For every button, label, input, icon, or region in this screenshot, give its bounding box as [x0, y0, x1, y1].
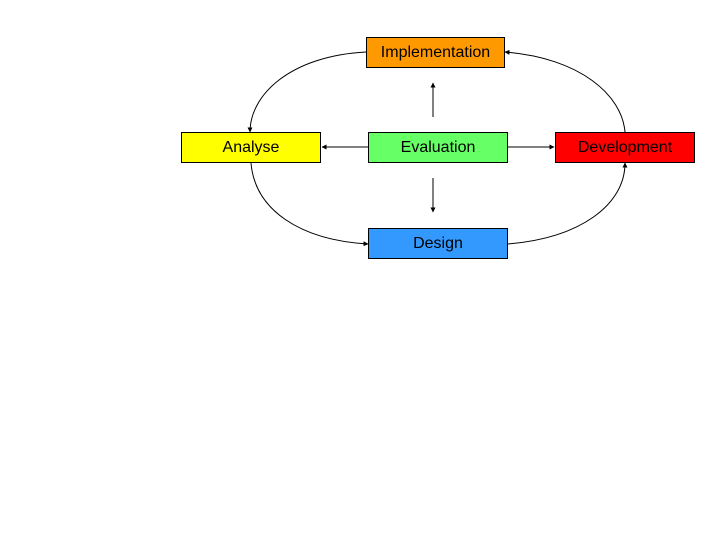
edge-design-to-development — [507, 162, 628, 245]
edge-development-to-implementation — [504, 49, 626, 133]
node-development: Development — [555, 132, 695, 163]
node-evaluation: Evaluation — [368, 132, 508, 163]
edge-analyse-to-design — [250, 162, 369, 247]
node-implementation: Implementation — [366, 37, 505, 68]
edge-implementation-to-analyse — [247, 51, 367, 133]
node-design: Design — [368, 228, 508, 259]
node-analyse: Analyse — [181, 132, 321, 163]
